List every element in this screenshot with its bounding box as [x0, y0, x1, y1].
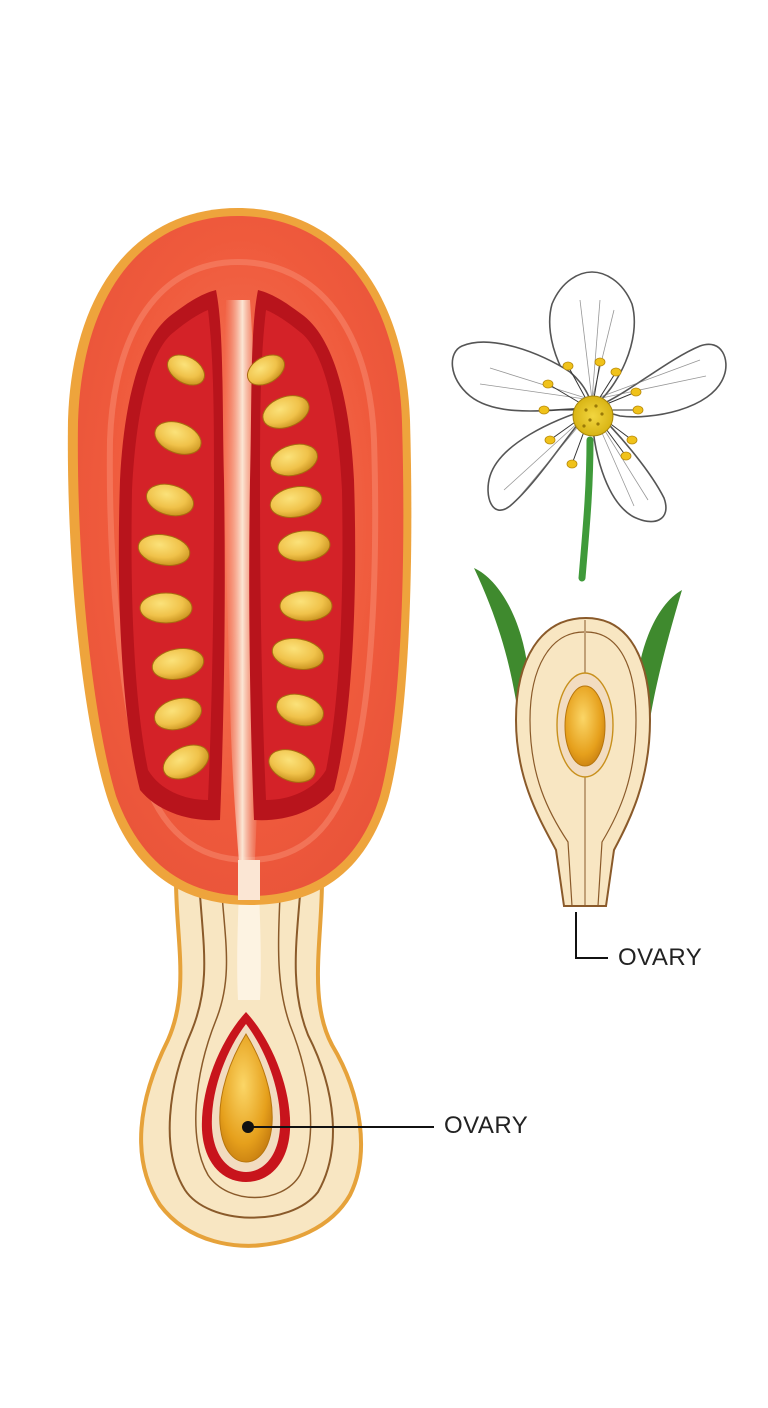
flower-ovule [564, 685, 606, 767]
fruit-seeds-right [247, 354, 333, 783]
fruit-seeds-left [137, 354, 210, 780]
fruit-ovary-label: OVARY [444, 1112, 529, 1139]
fruit-ovule [219, 1033, 273, 1163]
fruit-stalk-inner-line [168, 894, 334, 1219]
flower-ovary-leader-line [575, 912, 608, 959]
flower-sepal-left [474, 568, 530, 724]
fruit-stalk-inner-line-2 [195, 894, 312, 1199]
flower-ovary-label: OVARY [618, 944, 703, 971]
flower-center-dots [582, 404, 604, 428]
fruit-cross-section-icon [67, 208, 434, 1248]
flower-ovary-section-icon [474, 568, 682, 959]
flower-icon [451, 271, 727, 582]
fruit-pith-base [238, 860, 260, 900]
flower-ovary-wall-line [585, 631, 637, 907]
flower-ovary-wall-line-2 [529, 631, 585, 907]
flower-center [572, 395, 614, 437]
flower-stem [578, 436, 594, 582]
flower-anthers [538, 357, 644, 469]
